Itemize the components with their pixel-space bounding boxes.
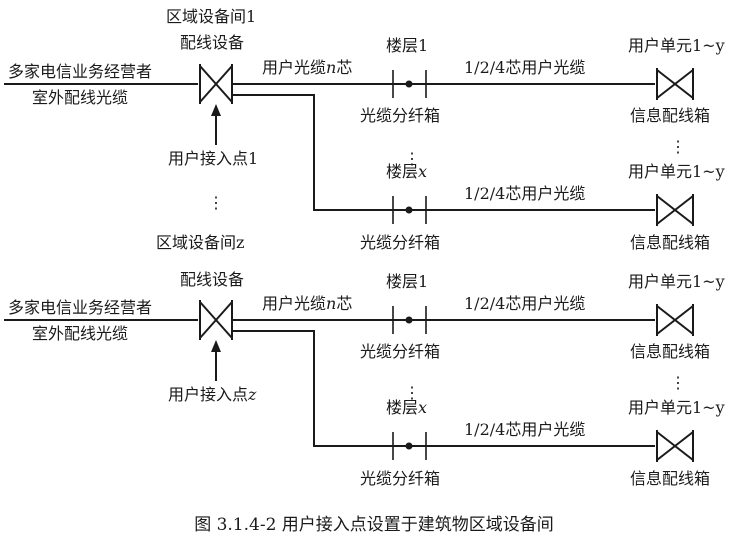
distribution-device-label: 配线设备 (180, 33, 244, 52)
area-room-z-label: 区域设备间z (156, 233, 244, 252)
distribution-device-symbol (199, 300, 233, 340)
info-box-label-2: 信息配线箱 (630, 469, 710, 488)
user-unit-label-1: 用户单元1~y (628, 272, 725, 291)
provider-label-line2: 室外配线光缆 (32, 88, 128, 107)
splitter-box-label-floor1: 光缆分纤箱 (360, 342, 440, 361)
splitter-symbol-floor1 (392, 70, 427, 98)
vertical-dots-floor: ⋮ (404, 149, 420, 168)
vertical-dots-area: ⋮ (208, 193, 224, 212)
splitter-symbol-floorx (392, 432, 427, 460)
core-cable-label-floorx: 1/2/4芯用户光缆 (464, 420, 585, 439)
info-box-label-1: 信息配线箱 (630, 106, 710, 125)
floor-x-label: 楼层x (386, 162, 427, 181)
floor-x-label: 楼层x (386, 398, 427, 417)
access-point-arrow (211, 104, 221, 145)
access-point-label: 用户接入点1 (168, 149, 258, 168)
provider-label-line1: 多家电信业务经营者 (8, 298, 152, 317)
info-box-symbol-1 (656, 68, 694, 100)
provider-label-line2: 室外配线光缆 (32, 324, 128, 343)
core-cable-label-floorx: 1/2/4芯用户光缆 (464, 184, 585, 203)
info-box-symbol-2 (656, 430, 694, 462)
splitter-box-label-floorx: 光缆分纤箱 (360, 469, 440, 488)
figure-caption: 图 3.1.4-2 用户接入点设置于建筑物区域设备间 (194, 515, 554, 535)
distribution-device-label: 配线设备 (180, 270, 244, 289)
access-point-label: 用户接入点z (168, 385, 257, 404)
info-box-symbol-2 (656, 194, 694, 226)
info-box-symbol-1 (656, 304, 694, 336)
block-2: 多家电信业务经营者 室外配线光缆 配线设备 用户接入点z 用户光缆n芯 楼层1 … (4, 270, 725, 488)
vertical-dots-floor: ⋮ (404, 383, 420, 402)
floor-1-label: 楼层1 (386, 272, 428, 291)
core-cable-label-floor1: 1/2/4芯用户光缆 (464, 294, 585, 313)
splitter-box-label-floor1: 光缆分纤箱 (360, 106, 440, 125)
user-unit-label-2: 用户单元1~y (628, 398, 725, 417)
user-cable-label: 用户光缆n芯 (262, 58, 352, 77)
splitter-box-label-floorx: 光缆分纤箱 (360, 233, 440, 252)
access-point-arrow (211, 340, 221, 381)
core-cable-label-floor1: 1/2/4芯用户光缆 (464, 58, 585, 77)
block-1: 多家电信业务经营者 室外配线光缆 区域设备间1 配线设备 用户接入点1 ⋮ 区域… (4, 7, 725, 252)
user-unit-label-1: 用户单元1~y (628, 36, 725, 55)
info-box-label-1: 信息配线箱 (630, 342, 710, 361)
provider-label-line1: 多家电信业务经营者 (8, 62, 152, 81)
user-cable-line-floorx (232, 94, 655, 211)
floor-1-label: 楼层1 (386, 36, 428, 55)
distribution-device-symbol (199, 64, 233, 104)
info-box-label-2: 信息配线箱 (630, 233, 710, 252)
user-unit-label-2: 用户单元1~y (628, 162, 725, 181)
splitter-symbol-floor1 (392, 306, 427, 334)
vertical-dots-unit: ⋮ (670, 373, 686, 392)
area-room-label: 区域设备间1 (166, 7, 256, 26)
user-cable-line-floorx (232, 330, 655, 447)
user-cable-label: 用户光缆n芯 (262, 294, 352, 313)
splitter-symbol-floorx (392, 196, 427, 224)
vertical-dots-unit: ⋮ (670, 137, 686, 156)
